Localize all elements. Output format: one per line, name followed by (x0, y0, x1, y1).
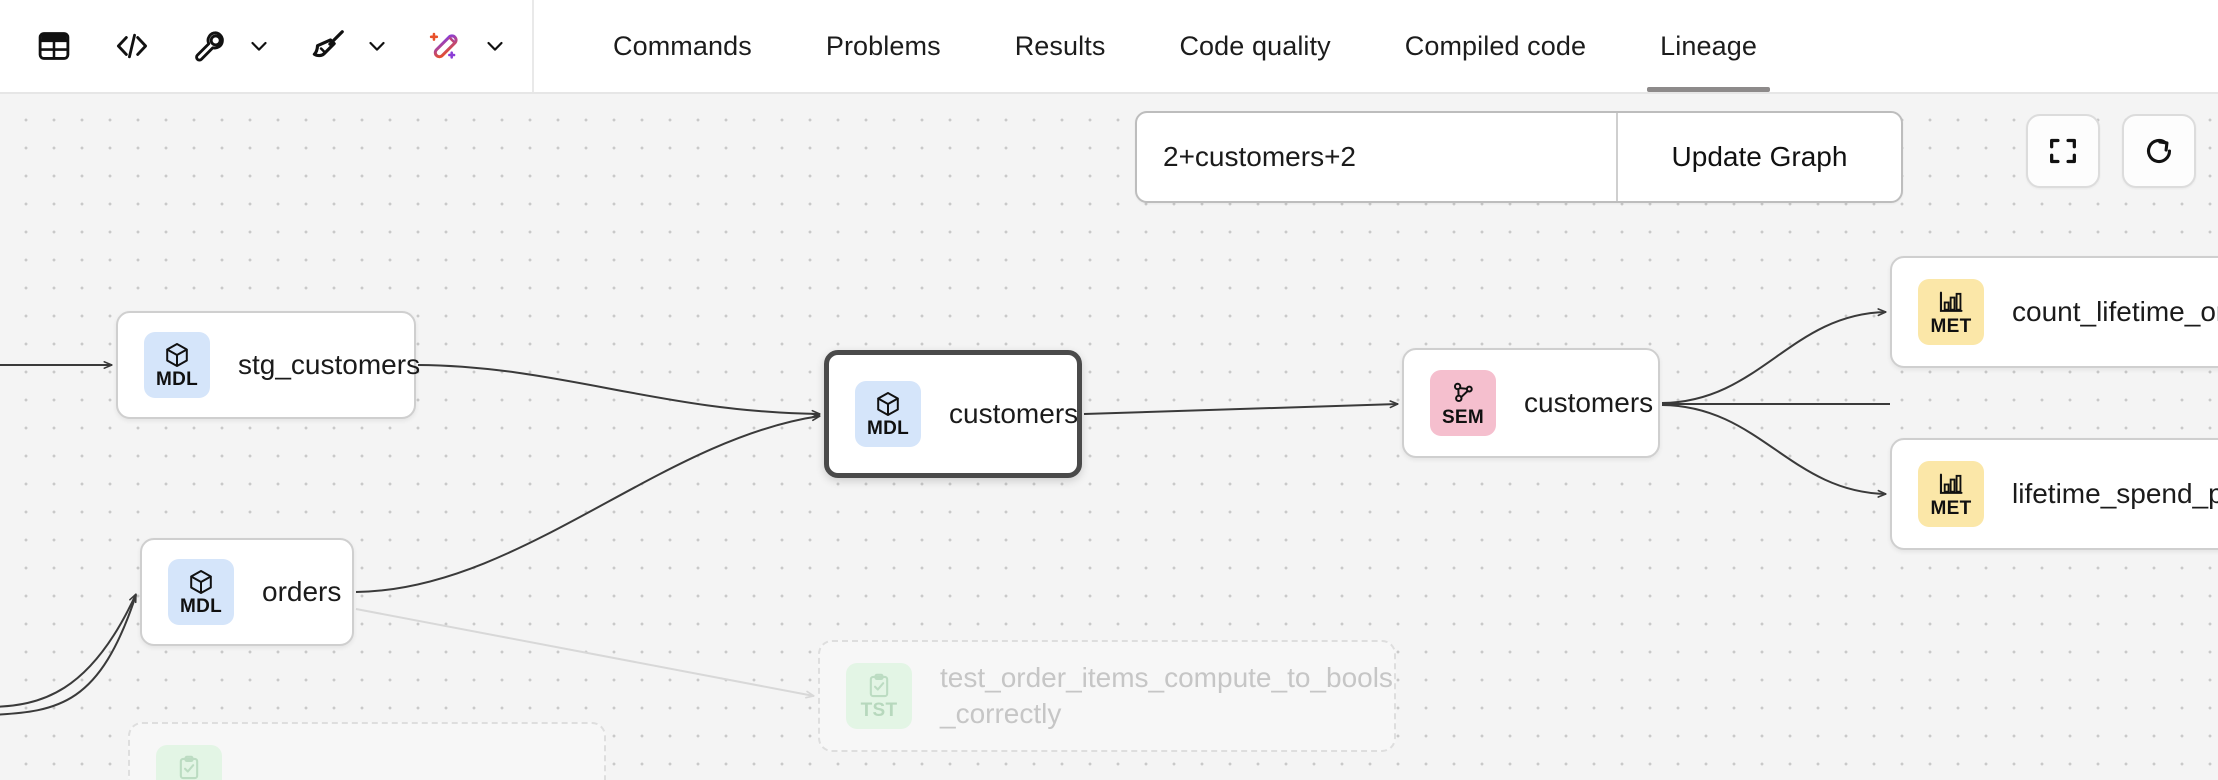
lineage-node-customers[interactable]: MDL customers (824, 350, 1082, 478)
tab-problems[interactable]: Problems (789, 0, 978, 92)
ai-assist-chevron-down-icon[interactable] (476, 18, 514, 74)
node-type-label: MDL (155, 369, 199, 390)
tab-code-quality[interactable]: Code quality (1142, 0, 1367, 92)
node-type-badge-tst: TST (156, 745, 222, 780)
tab-compiled-code[interactable]: Compiled code (1368, 0, 1623, 92)
panel-tabs: Commands Problems Results Code quality C… (534, 0, 1794, 92)
lineage-node-count-lifetime-orders[interactable]: MET count_lifetime_orders (1890, 256, 2218, 368)
node-type-badge-tst: TST (846, 663, 912, 729)
node-label: orders (262, 576, 342, 608)
bar-chart-icon (1937, 470, 1965, 498)
fit-view-button[interactable] (2026, 114, 2100, 188)
code-view-button[interactable] (104, 18, 160, 74)
update-graph-label: Update Graph (1671, 141, 1848, 172)
lineage-canvas[interactable]: MDL stg_customers MDL orders (0, 94, 2218, 780)
network-icon (1449, 379, 1477, 407)
node-label: customers (949, 398, 1079, 430)
ai-assist-button[interactable] (418, 18, 474, 74)
lineage-node-stg-customers[interactable]: MDL stg_customers (116, 311, 420, 419)
bar-chart-icon (1937, 288, 1965, 316)
node-type-label: TST (860, 700, 898, 721)
refresh-icon (2142, 134, 2176, 168)
graph-search-input[interactable] (1137, 113, 1616, 201)
tab-compiled-code-label: Compiled code (1404, 30, 1587, 61)
tab-lineage[interactable]: Lineage (1623, 0, 1794, 92)
refresh-button[interactable] (2122, 114, 2196, 188)
node-type-badge-met: MET (1918, 461, 1984, 527)
node-label: customers (1524, 387, 1654, 419)
edge-orders-to-test-bools (355, 608, 815, 699)
tab-lineage-label: Lineage (1660, 30, 1757, 61)
node-type-badge-met: MET (1918, 279, 1984, 345)
edge-sem-to-met-count (1661, 308, 1887, 404)
edge-stg-customers-to-customers (417, 364, 821, 418)
tab-results-label: Results (1014, 30, 1106, 61)
lineage-node-sem-customers[interactable]: SEM customers (1402, 348, 1660, 458)
tab-code-quality-label: Code quality (1179, 30, 1331, 61)
tab-problems-label: Problems (825, 30, 941, 61)
tab-commands[interactable]: Commands (576, 0, 789, 92)
cube-icon (163, 341, 191, 369)
edge-input-to-orders-a (0, 593, 137, 708)
table-icon (37, 29, 71, 63)
format-button[interactable] (300, 18, 356, 74)
lineage-node-orders[interactable]: MDL orders (140, 538, 354, 646)
node-type-label: MET (1930, 498, 1972, 519)
node-type-label: MDL (866, 418, 910, 439)
top-toolbar: Commands Problems Results Code quality C… (0, 0, 2218, 94)
clipboard-check-icon (865, 672, 893, 700)
edge-input-to-orders-b (0, 594, 137, 716)
canvas-controls (2026, 114, 2196, 188)
cube-icon (187, 568, 215, 596)
lineage-edges (0, 308, 1890, 716)
clipboard-check-icon (175, 754, 203, 780)
edge-customers-to-sem (1083, 400, 1399, 415)
edge-orders-to-customers (355, 413, 821, 593)
format-chevron-down-icon[interactable] (358, 18, 396, 74)
tools-button[interactable] (182, 18, 238, 74)
node-label: lifetime_spend_pretax (2012, 478, 2218, 510)
graph-search-bar: Update Graph (1135, 111, 1903, 203)
tab-commands-label: Commands (613, 30, 752, 61)
node-label: stg_customers (238, 349, 421, 381)
node-type-badge-mdl: MDL (855, 381, 921, 447)
tab-results[interactable]: Results (978, 0, 1143, 92)
cube-icon (874, 390, 902, 418)
lineage-node-test-order-items-compute-to-bools[interactable]: TST test_order_items_compute_to_bools _c… (818, 640, 1396, 752)
tools-chevron-down-icon[interactable] (240, 18, 278, 74)
lineage-node-lifetime-spend-pretax[interactable]: MET lifetime_spend_pretax (1890, 438, 2218, 550)
node-type-badge-mdl: MDL (168, 559, 234, 625)
fullscreen-icon (2046, 134, 2080, 168)
node-label: test_order_items_compute_to_bools _corre… (940, 662, 1393, 729)
edge-sem-to-met-spend (1661, 404, 1887, 498)
node-type-label: SEM (1441, 407, 1485, 428)
update-graph-button[interactable]: Update Graph (1616, 113, 1901, 201)
editor-tool-group (0, 0, 534, 92)
broom-icon (309, 27, 347, 65)
table-view-button[interactable] (26, 18, 82, 74)
wrench-icon (192, 28, 228, 64)
node-label: count_lifetime_orders (2012, 296, 2218, 328)
magic-wand-icon (427, 27, 465, 65)
node-type-badge-sem: SEM (1430, 370, 1496, 436)
lineage-node-test-bottom-partial[interactable]: TST (128, 722, 606, 780)
node-type-badge-mdl: MDL (144, 332, 210, 398)
node-type-label: MET (1930, 316, 1972, 337)
code-icon (114, 30, 150, 62)
node-type-label: MDL (179, 596, 223, 617)
